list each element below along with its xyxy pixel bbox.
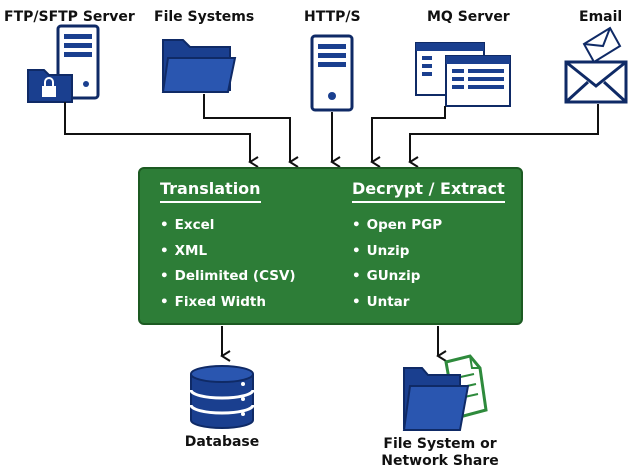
list-item: Excel (160, 213, 296, 239)
list-item: Untar (352, 290, 505, 316)
output-label-database: Database (184, 434, 260, 450)
envelope-icon (564, 26, 628, 104)
list-item: Fixed Width (160, 290, 296, 316)
server-tower-icon (310, 34, 354, 112)
ftp-server-lock-folder-icon (27, 24, 100, 103)
source-connectors (64, 94, 599, 168)
connector-ftp (64, 102, 259, 168)
connector-email (408, 104, 599, 168)
output-label-file-system-line1: File System or (383, 436, 497, 452)
source-label-file-systems: File Systems (154, 9, 255, 25)
source-label-ftp: FTP/SFTP Server (4, 9, 135, 25)
connector-filesystems (203, 94, 299, 168)
list-item: XML (160, 239, 296, 265)
processing-box: Translation Excel XML Delimited (CSV) Fi… (138, 167, 523, 325)
database-icon (189, 365, 255, 429)
list-item: Unzip (352, 239, 505, 265)
list-item: Delimited (CSV) (160, 264, 296, 290)
list-item: Open PGP (352, 213, 505, 239)
translation-column: Translation Excel XML Delimited (CSV) Fi… (160, 179, 296, 315)
source-label-email: Email (579, 9, 623, 25)
folder-icon (161, 39, 237, 93)
output-connectors (220, 326, 447, 362)
translation-title: Translation (160, 179, 261, 203)
translation-list: Excel XML Delimited (CSV) Fixed Width (160, 213, 296, 315)
source-label-mq: MQ Server (427, 9, 510, 25)
decrypt-list: Open PGP Unzip GUnzip Untar (352, 213, 505, 315)
decrypt-title: Decrypt / Extract (352, 179, 505, 203)
list-item: GUnzip (352, 264, 505, 290)
source-label-http: HTTP/S (304, 9, 361, 25)
folder-document-icon (402, 354, 488, 431)
output-label-file-system-line2: Network Share (381, 453, 499, 469)
windows-queue-icon (415, 42, 511, 107)
decrypt-column: Decrypt / Extract Open PGP Unzip GUnzip … (352, 179, 505, 315)
connector-mq (370, 106, 446, 168)
